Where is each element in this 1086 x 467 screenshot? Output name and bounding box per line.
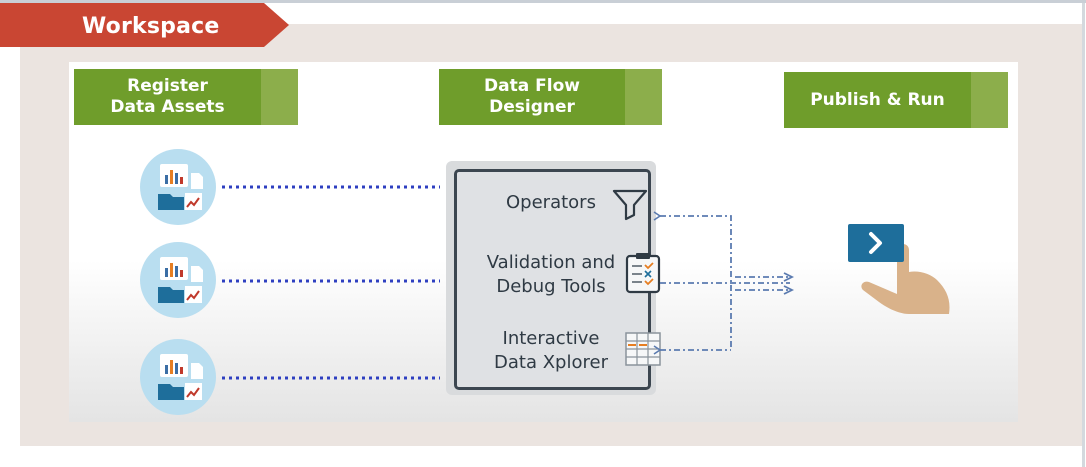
stage-register-data-assets: Register Data Assets <box>74 69 298 125</box>
designer-box-inner <box>454 169 651 390</box>
filter-icon <box>612 189 648 221</box>
checklist-icon <box>625 253 661 294</box>
play-button[interactable] <box>848 224 904 262</box>
top-border <box>0 0 1086 3</box>
stage-register-label: Register Data Assets <box>110 76 225 117</box>
hand-icon <box>861 244 950 314</box>
stage-data-flow-designer: Data Flow Designer <box>439 69 662 125</box>
operators-label: Operators <box>506 192 596 213</box>
stage-publish-run: Publish & Run <box>784 72 1008 128</box>
data-asset-icon <box>140 339 216 415</box>
table-grid-icon <box>625 332 661 366</box>
stage-designer-label: Data Flow Designer <box>484 76 580 117</box>
data-asset-icon <box>140 149 216 225</box>
connector-line <box>660 215 732 350</box>
workspace-banner: Workspace <box>0 3 289 47</box>
play-icon <box>869 232 882 254</box>
explorer-label: Interactive Data Xplorer <box>494 328 608 373</box>
stage-publish-label: Publish & Run <box>810 89 945 110</box>
data-asset-icon <box>140 242 216 318</box>
right-border <box>1082 3 1085 467</box>
validation-label: Validation and Debug Tools <box>486 252 616 297</box>
workspace-title: Workspace <box>82 14 220 39</box>
